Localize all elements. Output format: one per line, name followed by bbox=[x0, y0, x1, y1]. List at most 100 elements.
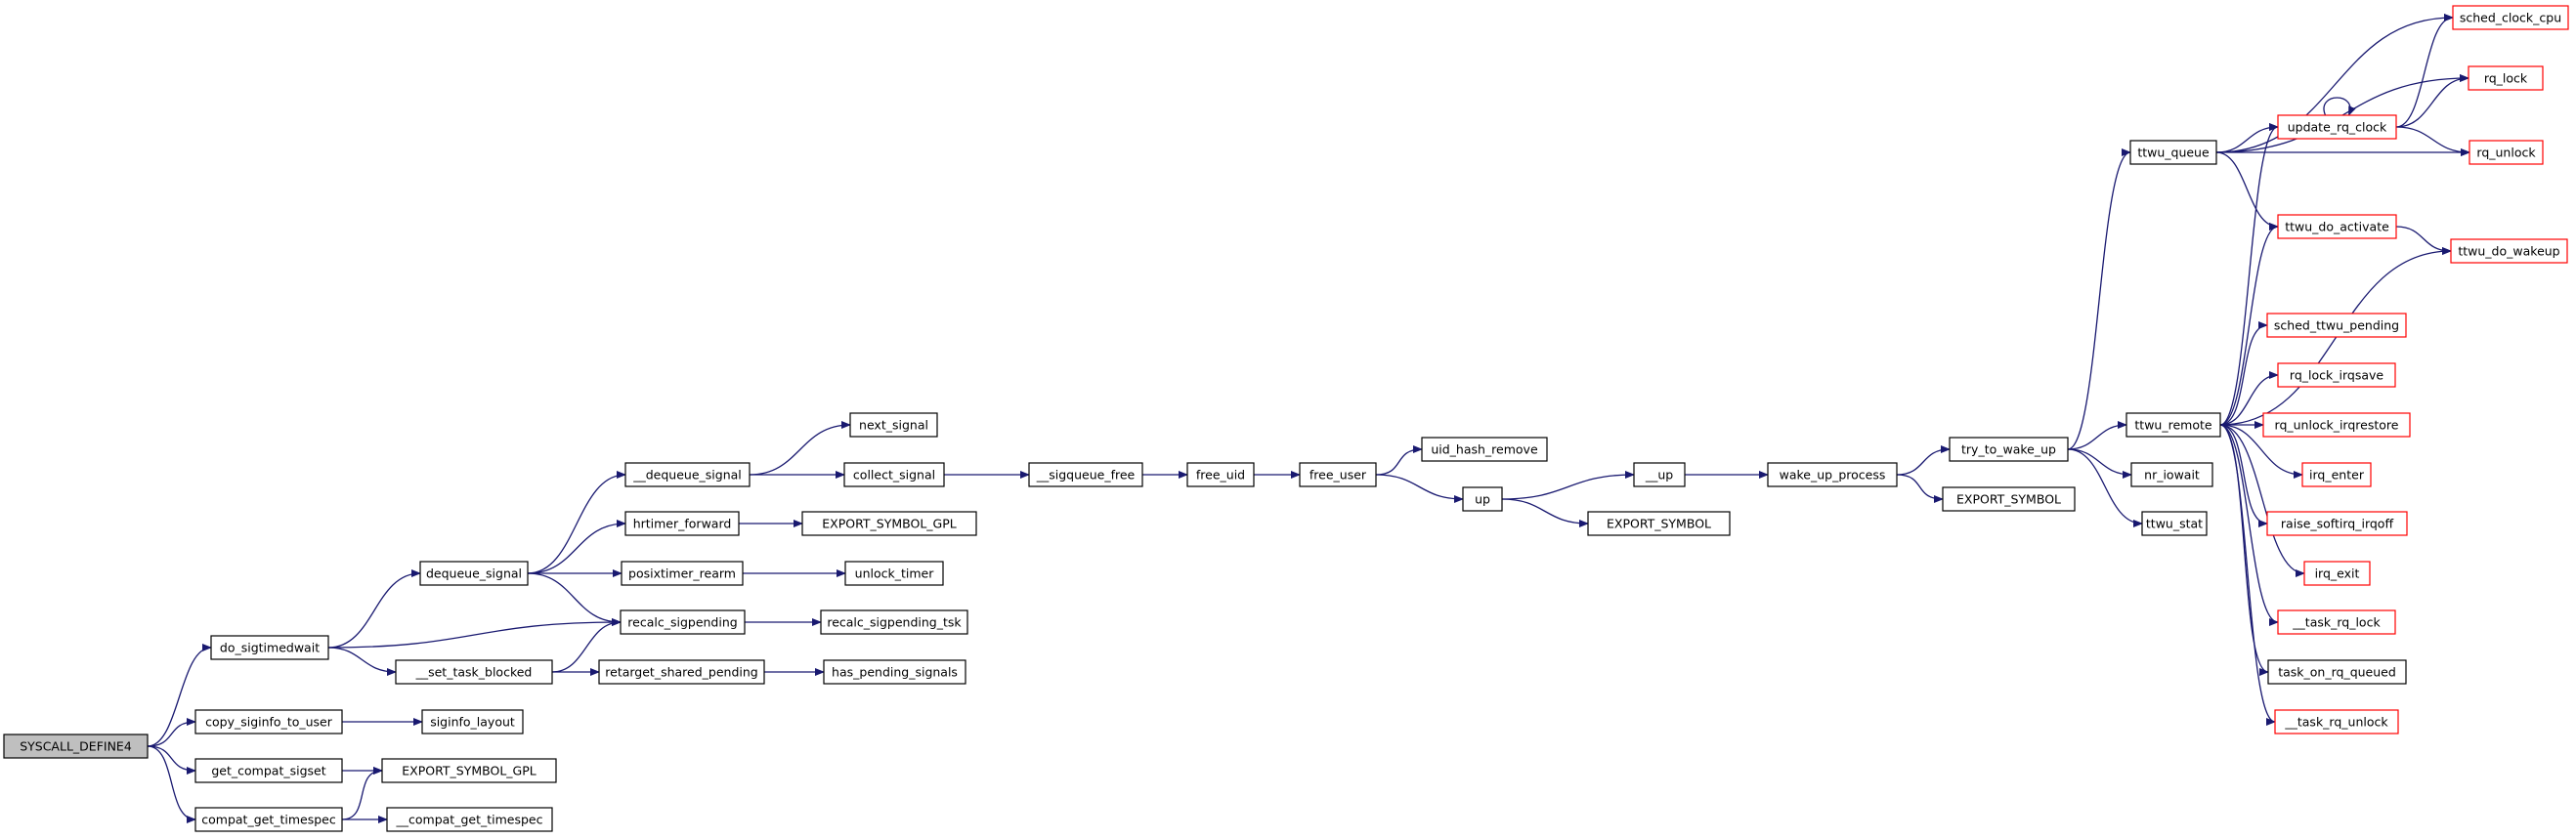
node-export-symbol-gpl-2[interactable]: EXPORT_SYMBOL_GPL bbox=[801, 511, 977, 536]
node-box[interactable] bbox=[624, 511, 740, 536]
node-irq-exit[interactable]: irq_exit bbox=[2303, 561, 2371, 586]
node-box[interactable] bbox=[386, 807, 553, 832]
node-wake-up-process[interactable]: wake_up_process bbox=[1767, 462, 1898, 487]
node-box[interactable] bbox=[1421, 437, 1548, 462]
node-box[interactable] bbox=[2274, 709, 2399, 734]
node-sched-ttwu-pending[interactable]: sched_ttwu_pending bbox=[2266, 313, 2407, 338]
node-box[interactable] bbox=[2262, 412, 2411, 438]
node-box[interactable] bbox=[2277, 114, 2397, 140]
node-box[interactable] bbox=[194, 807, 343, 832]
node-box[interactable] bbox=[2129, 140, 2217, 165]
node-rq-lock-irqsave[interactable]: rq_lock_irqsave bbox=[2277, 362, 2396, 388]
node-box[interactable] bbox=[1299, 462, 1377, 487]
node-copy-siginfo-to-user[interactable]: copy_siginfo_to_user bbox=[194, 709, 343, 734]
node-free-uid[interactable]: free_uid bbox=[1186, 462, 1255, 487]
node-box[interactable] bbox=[820, 609, 968, 635]
node-box[interactable] bbox=[2267, 659, 2407, 685]
node-box[interactable] bbox=[1767, 462, 1898, 487]
node-try-to-wake-up[interactable]: try_to_wake_up bbox=[1949, 437, 2069, 462]
node-box[interactable] bbox=[1462, 486, 1503, 512]
node-do-sigtimedwait[interactable]: do_sigtimedwait bbox=[210, 635, 329, 660]
node-box[interactable] bbox=[843, 462, 945, 487]
node---set-task-blocked[interactable]: __set_task_blocked bbox=[395, 659, 553, 685]
node-export-symbol-1[interactable]: EXPORT_SYMBOL bbox=[1587, 511, 1731, 536]
node-posixtimer-rearm[interactable]: posixtimer_rearm bbox=[621, 561, 744, 586]
node-box[interactable] bbox=[621, 561, 744, 586]
node-box[interactable] bbox=[2301, 462, 2372, 487]
node-box[interactable] bbox=[1633, 462, 1686, 487]
node-box[interactable] bbox=[2303, 561, 2371, 586]
node-box[interactable] bbox=[801, 511, 977, 536]
node-box[interactable] bbox=[2266, 511, 2408, 536]
node-ttwu-do-activate[interactable]: ttwu_do_activate bbox=[2277, 214, 2397, 239]
node-rq-lock[interactable]: rq_lock bbox=[2468, 65, 2544, 91]
node-box[interactable] bbox=[2452, 5, 2569, 30]
node-ttwu-queue[interactable]: ttwu_queue bbox=[2129, 140, 2217, 165]
node-box[interactable] bbox=[1186, 462, 1255, 487]
node-sched-clock-cpu[interactable]: sched_clock_cpu bbox=[2452, 5, 2569, 30]
node-box[interactable] bbox=[2141, 511, 2208, 536]
node-box[interactable] bbox=[844, 561, 944, 586]
node-box[interactable] bbox=[849, 412, 938, 438]
node-box[interactable] bbox=[2450, 238, 2568, 264]
node---up[interactable]: __up bbox=[1633, 462, 1686, 487]
node-up[interactable]: up bbox=[1462, 486, 1503, 512]
node-nr-iowait[interactable]: nr_iowait bbox=[2130, 462, 2213, 487]
node-get-compat-sigset[interactable]: get_compat_sigset bbox=[194, 758, 343, 783]
node-box[interactable] bbox=[2277, 214, 2397, 239]
node-box[interactable] bbox=[620, 609, 746, 635]
node-recalc-sigpending-tsk[interactable]: recalc_sigpending_tsk bbox=[820, 609, 968, 635]
node-update-rq-clock[interactable]: update_rq_clock bbox=[2277, 114, 2397, 140]
node-box[interactable] bbox=[1942, 486, 2076, 512]
node-box[interactable] bbox=[2277, 609, 2396, 635]
node-hrtimer-forward[interactable]: hrtimer_forward bbox=[624, 511, 740, 536]
node-export-symbol-2[interactable]: EXPORT_SYMBOL bbox=[1942, 486, 2076, 512]
node-box[interactable] bbox=[381, 758, 557, 783]
node-irq-enter[interactable]: irq_enter bbox=[2301, 462, 2372, 487]
node-retarget-shared-pending[interactable]: retarget_shared_pending bbox=[598, 659, 765, 685]
node-box[interactable] bbox=[3, 734, 149, 759]
node---compat-get-timespec[interactable]: __compat_get_timespec bbox=[386, 807, 553, 832]
node-unlock-timer[interactable]: unlock_timer bbox=[844, 561, 944, 586]
node-collect-signal[interactable]: collect_signal bbox=[843, 462, 945, 487]
node-recalc-sigpending[interactable]: recalc_sigpending bbox=[620, 609, 746, 635]
node-siginfo-layout[interactable]: siginfo_layout bbox=[421, 709, 524, 734]
node-box[interactable] bbox=[210, 635, 329, 660]
node-box[interactable] bbox=[419, 561, 529, 586]
node-uid-hash-remove[interactable]: uid_hash_remove bbox=[1421, 437, 1548, 462]
node-ttwu-stat[interactable]: ttwu_stat bbox=[2141, 511, 2208, 536]
node-ttwu-do-wakeup[interactable]: ttwu_do_wakeup bbox=[2450, 238, 2568, 264]
node-box[interactable] bbox=[1028, 462, 1143, 487]
node-box[interactable] bbox=[598, 659, 765, 685]
node-next-signal[interactable]: next_signal bbox=[849, 412, 938, 438]
node-free-user[interactable]: free_user bbox=[1299, 462, 1377, 487]
node-box[interactable] bbox=[2277, 362, 2396, 388]
node---dequeue-signal[interactable]: __dequeue_signal bbox=[624, 462, 751, 487]
node-box[interactable] bbox=[1587, 511, 1731, 536]
node-dequeue-signal[interactable]: dequeue_signal bbox=[419, 561, 529, 586]
node---sigqueue-free[interactable]: __sigqueue_free bbox=[1028, 462, 1143, 487]
node-box[interactable] bbox=[624, 462, 751, 487]
node-box[interactable] bbox=[194, 709, 343, 734]
node-task-on-rq-queued[interactable]: task_on_rq_queued bbox=[2267, 659, 2407, 685]
node-rq-unlock-irqrestore[interactable]: rq_unlock_irqrestore bbox=[2262, 412, 2411, 438]
node-has-pending-signals[interactable]: has_pending_signals bbox=[823, 659, 966, 685]
node-box[interactable] bbox=[823, 659, 966, 685]
node-box[interactable] bbox=[1949, 437, 2069, 462]
node-box[interactable] bbox=[194, 758, 343, 783]
node-ttwu-remote[interactable]: ttwu_remote bbox=[2125, 412, 2221, 438]
node-box[interactable] bbox=[2468, 65, 2544, 91]
node-syscall-define4[interactable]: SYSCALL_DEFINE4 bbox=[3, 734, 149, 759]
node-box[interactable] bbox=[2266, 313, 2407, 338]
node---task-rq-unlock[interactable]: __task_rq_unlock bbox=[2274, 709, 2399, 734]
node-compat-get-timespec[interactable]: compat_get_timespec bbox=[194, 807, 343, 832]
node-box[interactable] bbox=[395, 659, 553, 685]
node-box[interactable] bbox=[2125, 412, 2221, 438]
node-raise-softirq-irqoff[interactable]: raise_softirq_irqoff bbox=[2266, 511, 2408, 536]
node-box[interactable] bbox=[2469, 140, 2544, 165]
node-export-symbol-gpl-1[interactable]: EXPORT_SYMBOL_GPL bbox=[381, 758, 557, 783]
node-rq-unlock[interactable]: rq_unlock bbox=[2469, 140, 2544, 165]
node-box[interactable] bbox=[421, 709, 524, 734]
node-box[interactable] bbox=[2130, 462, 2213, 487]
node---task-rq-lock[interactable]: __task_rq_lock bbox=[2277, 609, 2396, 635]
